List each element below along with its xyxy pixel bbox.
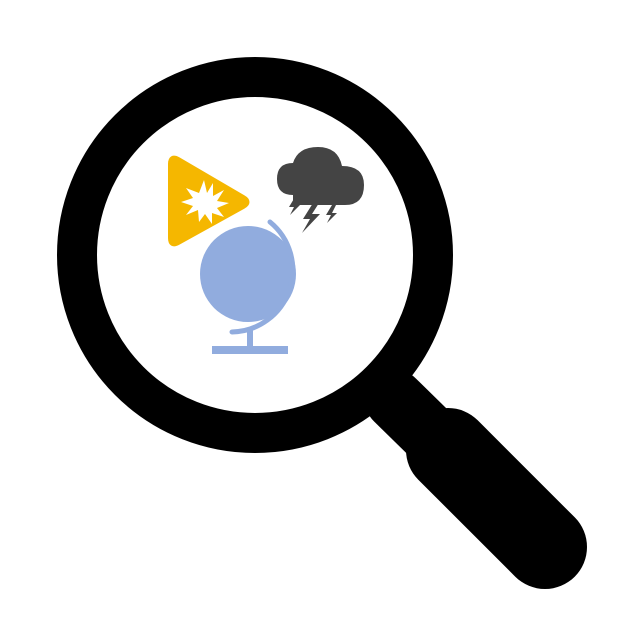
magnifying-glass-icon — [57, 57, 587, 589]
globe-meridian-arc — [229, 219, 296, 335]
lightning-bolt-left — [289, 197, 300, 215]
lightning-bolt-right — [326, 205, 337, 223]
globe-icon — [200, 219, 296, 354]
explosion-warning-icon — [168, 155, 250, 247]
explosion-burst — [181, 180, 229, 224]
thunderstorm-cloud-icon — [277, 147, 364, 233]
lightning-bolt-center — [302, 203, 320, 233]
storm-cloud — [277, 147, 364, 205]
globe-sphere — [200, 226, 296, 322]
globe-stem — [247, 330, 253, 348]
globe-base — [212, 346, 288, 354]
magnifier-handle-grip — [406, 408, 587, 589]
